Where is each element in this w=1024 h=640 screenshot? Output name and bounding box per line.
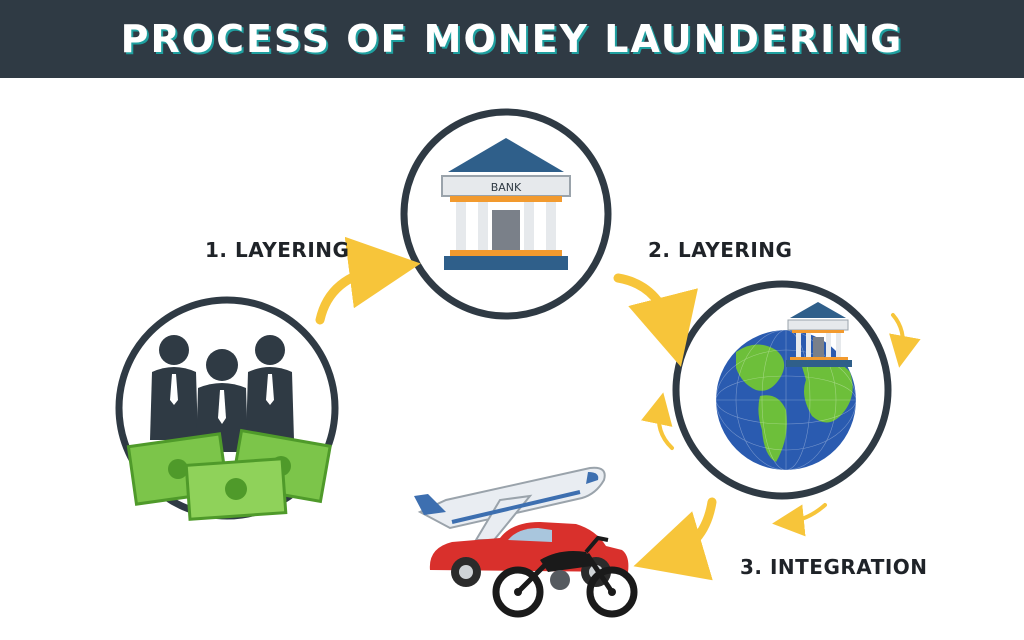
people-icon — [150, 335, 294, 452]
arrow-icon — [641, 392, 674, 450]
airplane-icon — [414, 466, 606, 541]
arrow-icon — [315, 236, 421, 325]
step-label-2: 2. LAYERING — [648, 238, 793, 262]
step-label-3: 3. INTEGRATION — [740, 555, 928, 579]
cash-icon — [126, 428, 332, 521]
bank-icon: BANK — [441, 138, 571, 270]
arrow-icon — [633, 497, 717, 581]
step-label-1: 1. LAYERING — [205, 238, 350, 262]
bank-sign-text: BANK — [491, 181, 522, 194]
page-title: PROCESS OF MONEY LAUNDERING — [120, 17, 904, 61]
arrow-icon — [889, 313, 921, 368]
arrow-icon — [772, 503, 827, 537]
globe-icon — [716, 330, 856, 470]
title-banner: PROCESS OF MONEY LAUNDERING — [0, 0, 1024, 78]
motorcycle-icon — [492, 535, 638, 618]
bank-icon — [786, 302, 852, 367]
arrow-icon — [613, 273, 698, 367]
